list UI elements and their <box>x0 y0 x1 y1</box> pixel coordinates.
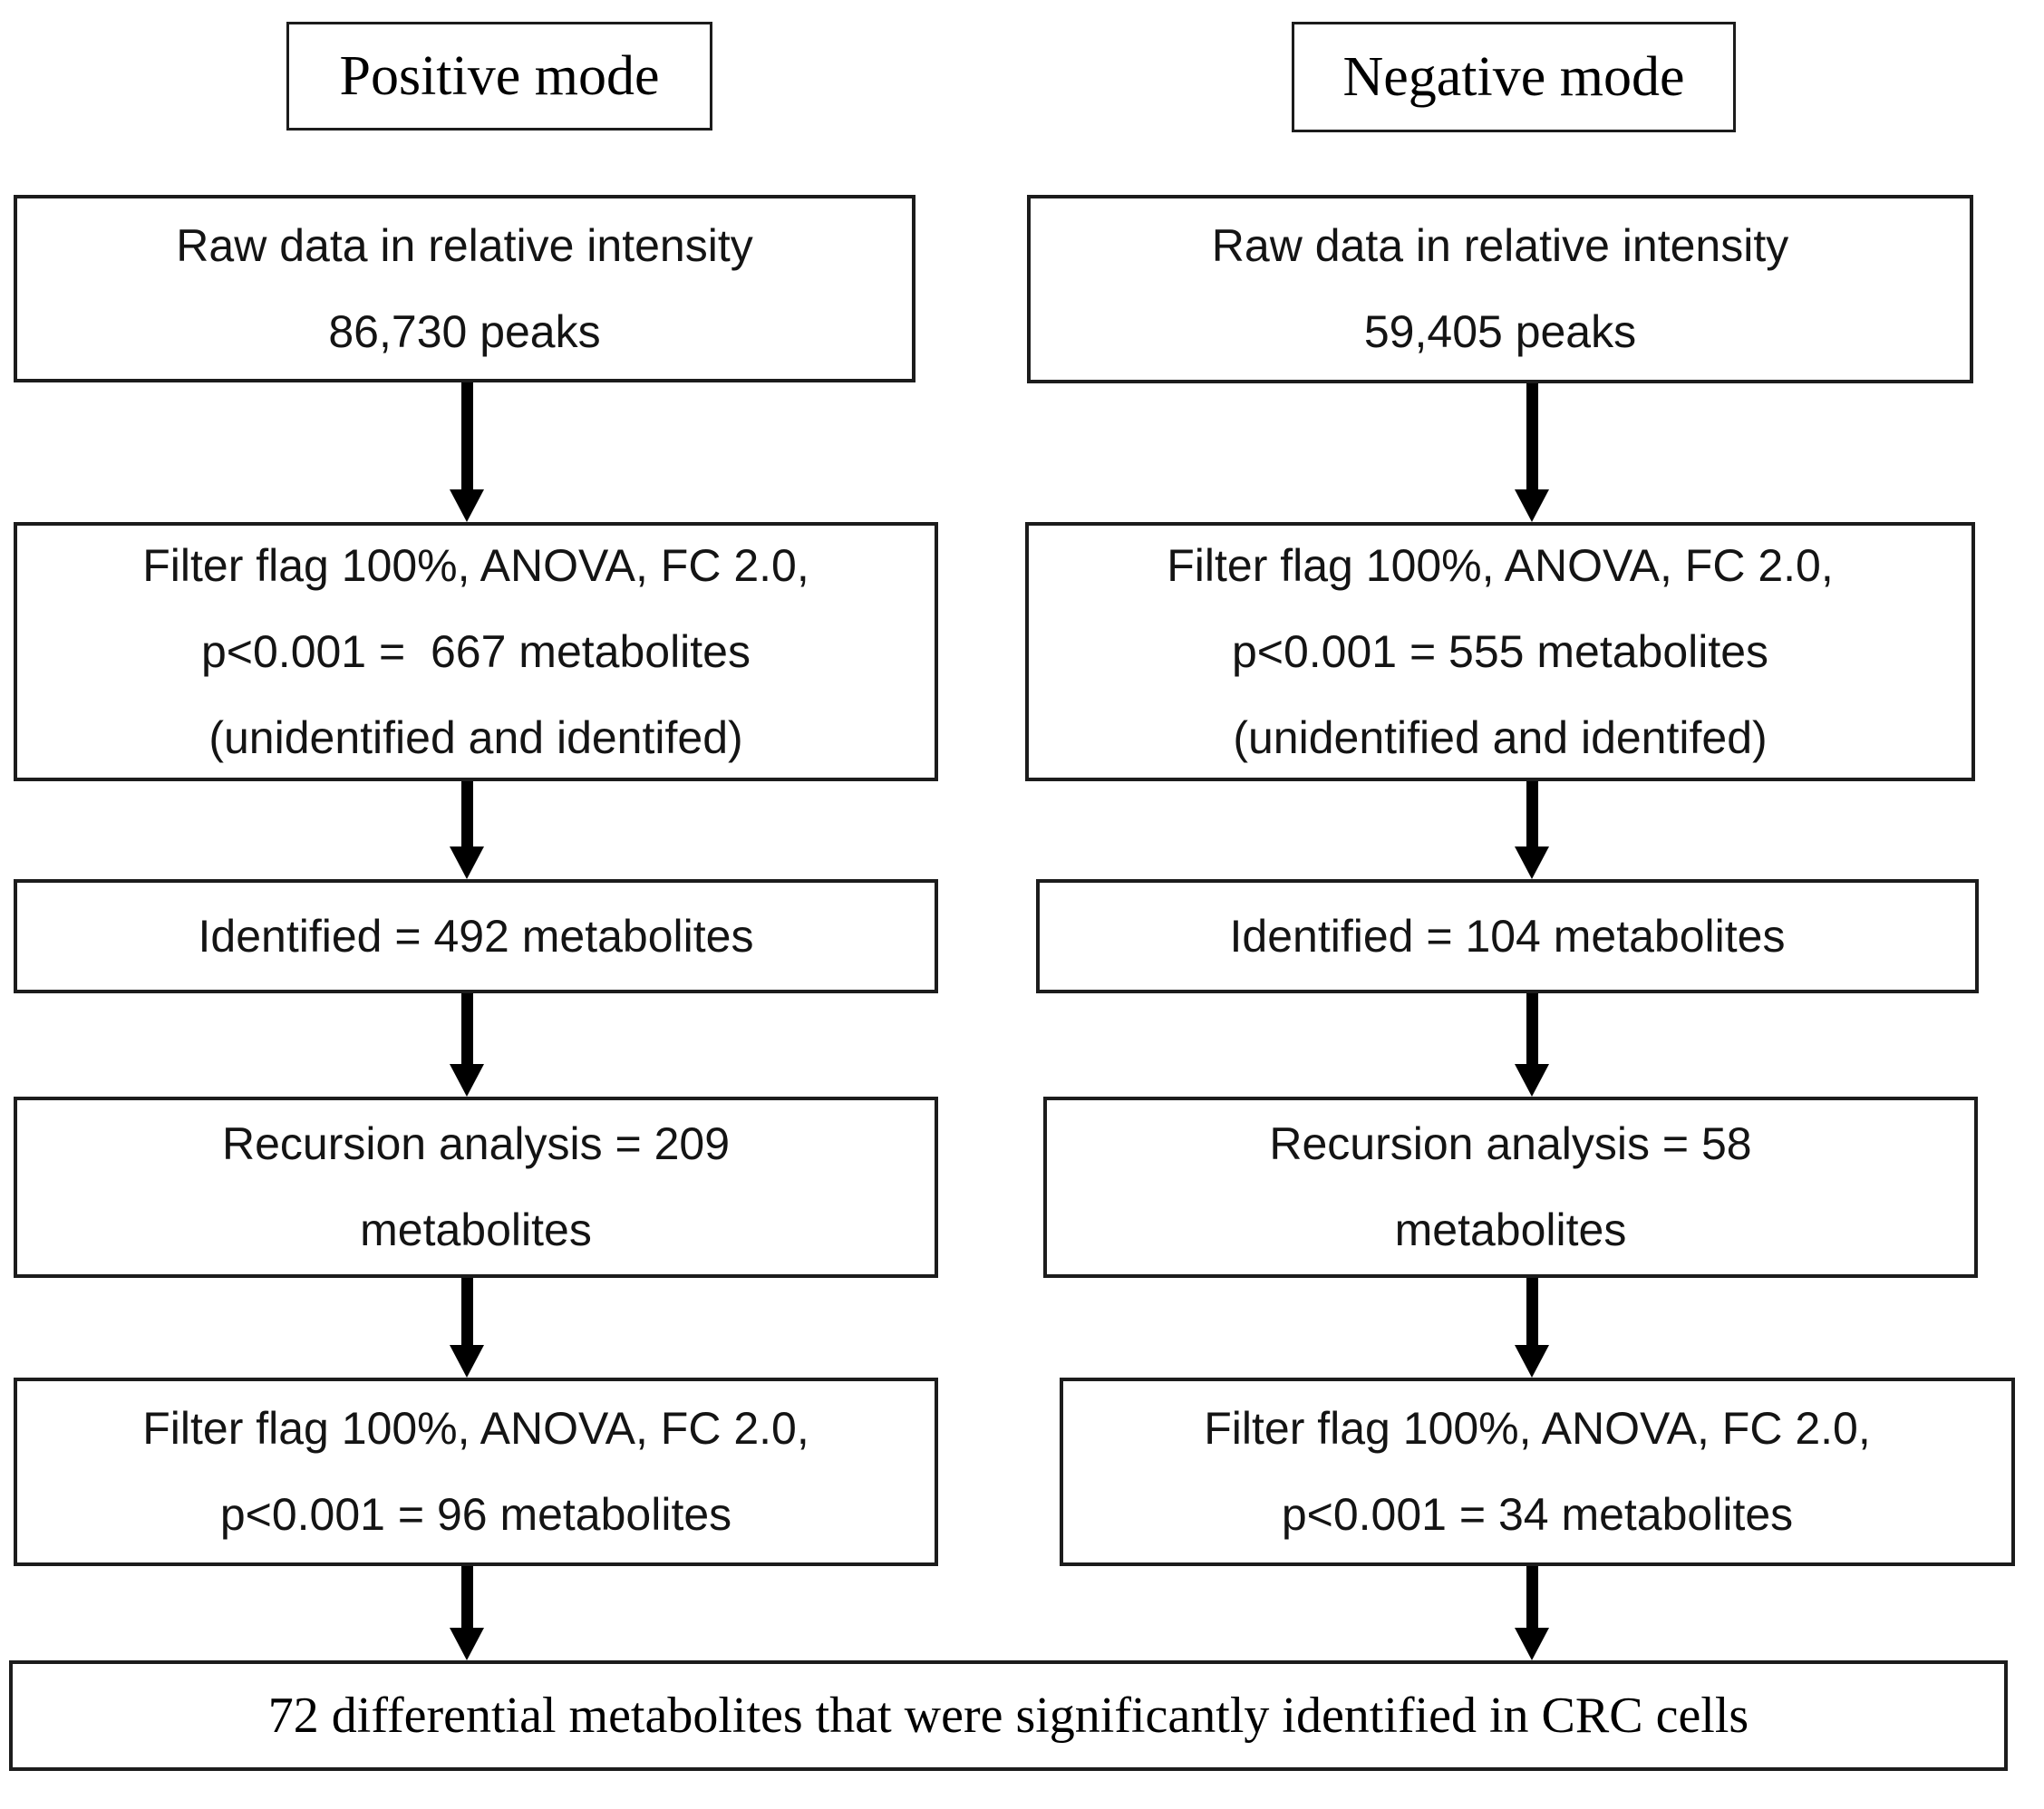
box-line: p<0.001 = 34 metabolites <box>1281 1489 1794 1540</box>
negative-identified-box: Identified = 104 metabolites <box>1036 879 1979 993</box>
down-arrow-icon <box>1514 383 1550 522</box>
arrow-head <box>450 1345 484 1378</box>
down-arrow-icon <box>1514 1566 1550 1660</box>
positive-identified-box: Identified = 492 metabolites <box>14 879 938 993</box>
down-arrow-icon <box>449 993 485 1097</box>
arrow-stem <box>460 1566 473 1628</box>
negative-filter-box: Filter flag 100%, ANOVA, FC 2.0, p<0.001… <box>1025 522 1975 781</box>
arrow-stem <box>1526 383 1538 489</box>
negative-final-filter-box: Filter flag 100%, ANOVA, FC 2.0, p<0.001… <box>1060 1378 2015 1566</box>
down-arrow-icon <box>1514 993 1550 1097</box>
arrow-stem <box>1526 1278 1538 1345</box>
negative-mode-header: Negative mode <box>1292 22 1736 132</box>
box-line: Raw data in relative intensity <box>176 219 753 271</box>
box-line: Recursion analysis = 209 <box>221 1118 731 1169</box>
down-arrow-icon <box>1514 1278 1550 1378</box>
conclusion-box: 72 differential metabolites that were si… <box>9 1660 2008 1771</box>
negative-raw-data-box: Raw data in relative intensity 59,405 pe… <box>1027 195 1973 383</box>
box-line: metabolites <box>1394 1204 1627 1255</box>
down-arrow-icon <box>449 781 485 879</box>
arrow-head <box>1515 1628 1549 1660</box>
negative-recursion-box: Recursion analysis = 58 metabolites <box>1043 1097 1978 1278</box>
down-arrow-icon <box>1514 781 1550 879</box>
positive-mode-label: Positive mode <box>339 44 660 107</box>
positive-recursion-box: Recursion analysis = 209 metabolites <box>14 1097 938 1278</box>
box-line: Filter flag 100%, ANOVA, FC 2.0, <box>142 1403 809 1454</box>
arrow-head <box>450 1064 484 1097</box>
positive-filter-box: Filter flag 100%, ANOVA, FC 2.0, p<0.001… <box>14 522 938 781</box>
box-line: Identified = 104 metabolites <box>1229 910 1786 962</box>
arrow-head <box>450 846 484 879</box>
arrow-stem <box>460 993 473 1064</box>
box-line: p<0.001 = 555 metabolites <box>1231 625 1769 677</box>
box-line: Filter flag 100%, ANOVA, FC 2.0, <box>1167 539 1834 591</box>
down-arrow-icon <box>449 382 485 522</box>
arrow-head <box>1515 489 1549 522</box>
box-line: Raw data in relative intensity <box>1211 220 1789 271</box>
arrow-stem <box>460 781 473 846</box>
box-line: p<0.001 = 96 metabolites <box>219 1489 732 1540</box>
arrow-head <box>1515 1345 1549 1378</box>
arrow-head <box>450 1628 484 1660</box>
box-line: 86,730 peaks <box>328 305 601 357</box>
arrow-stem <box>1526 993 1538 1064</box>
box-line: p<0.001 = 667 metabolites <box>200 625 751 677</box>
box-line: (unidentified and identifed) <box>208 711 743 763</box>
box-line: metabolites <box>360 1204 592 1255</box>
box-line: 59,405 peaks <box>1363 306 1637 357</box>
negative-mode-label: Negative mode <box>1342 45 1685 108</box>
box-line: (unidentified and identifed) <box>1233 711 1768 763</box>
conclusion-text: 72 differential metabolites that were si… <box>267 1688 1749 1744</box>
box-line: Filter flag 100%, ANOVA, FC 2.0, <box>142 539 809 591</box>
positive-final-filter-box: Filter flag 100%, ANOVA, FC 2.0, p<0.001… <box>14 1378 938 1566</box>
down-arrow-icon <box>449 1278 485 1378</box>
arrow-stem <box>1526 1566 1538 1628</box>
arrow-head <box>1515 1064 1549 1097</box>
arrow-stem <box>460 382 473 489</box>
positive-mode-header: Positive mode <box>286 22 712 131</box>
box-line: Filter flag 100%, ANOVA, FC 2.0, <box>1204 1403 1871 1454</box>
arrow-stem <box>460 1278 473 1345</box>
arrow-stem <box>1526 781 1538 846</box>
positive-raw-data-box: Raw data in relative intensity 86,730 pe… <box>14 195 915 382</box>
box-line: Recursion analysis = 58 <box>1269 1118 1752 1169</box>
down-arrow-icon <box>449 1566 485 1660</box>
arrow-head <box>1515 846 1549 879</box>
arrow-head <box>450 489 484 522</box>
box-line: Identified = 492 metabolites <box>198 910 754 962</box>
